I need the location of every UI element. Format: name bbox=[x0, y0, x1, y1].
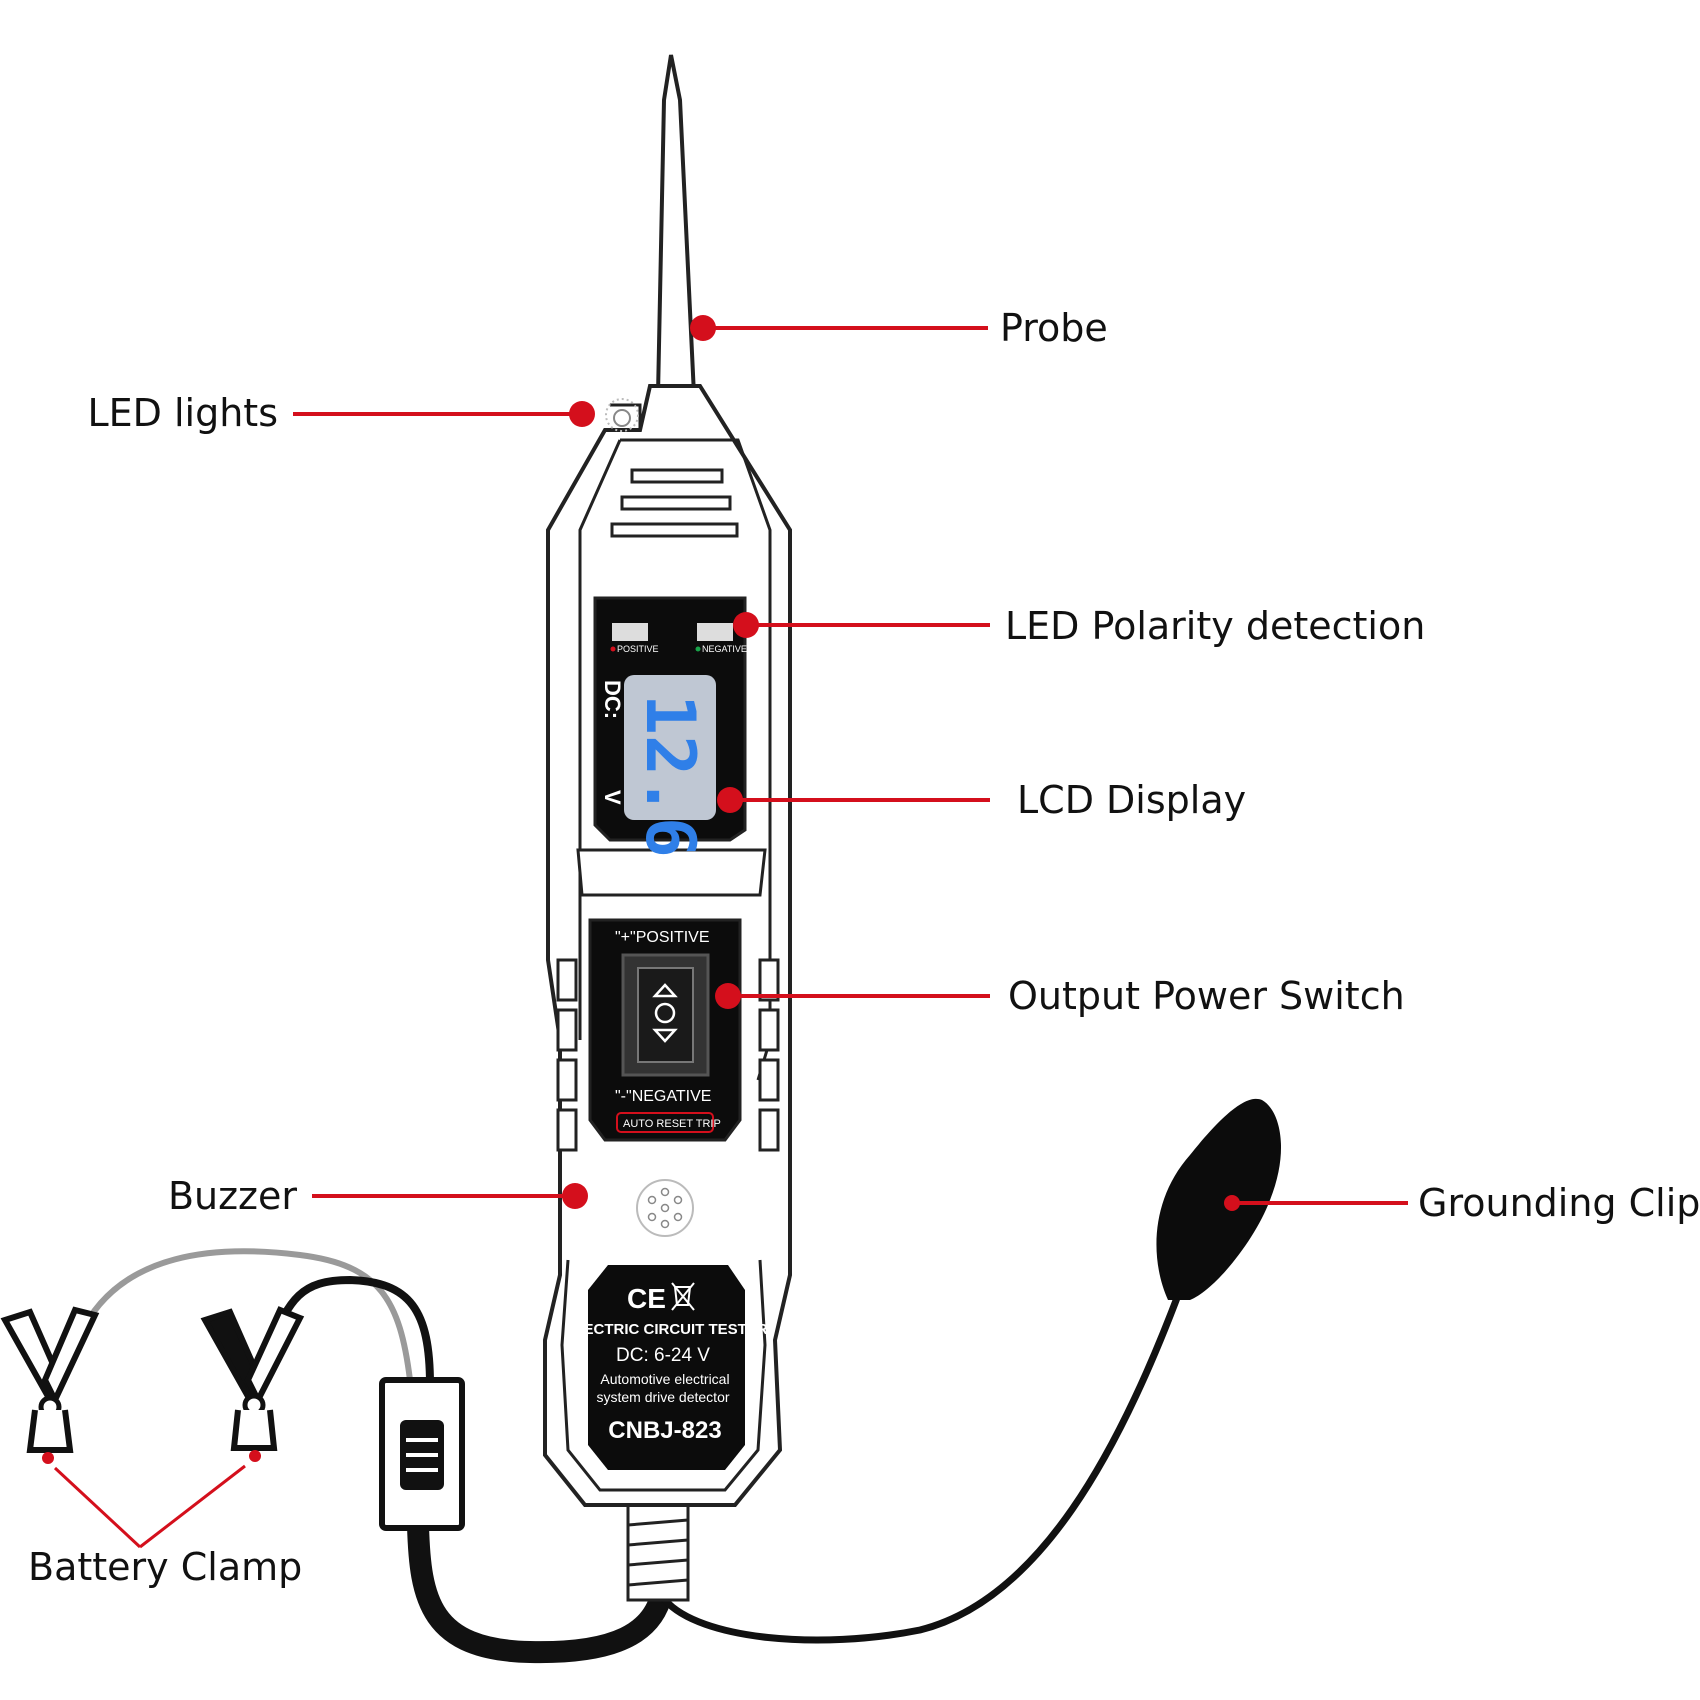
main-cable bbox=[407, 1514, 671, 1664]
grey-wire bbox=[77, 1248, 413, 1381]
display-panel: POSITIVE NEGATIVE DC: V 12.6 bbox=[593, 596, 747, 858]
description-line-1: Automotive electrical bbox=[600, 1371, 729, 1387]
callout-dot bbox=[733, 612, 759, 638]
callout-dot bbox=[1224, 1195, 1240, 1211]
speaker-grille-icon bbox=[636, 1179, 694, 1237]
black-wire-clamp bbox=[266, 1275, 434, 1386]
voltage-unit: V bbox=[600, 790, 625, 805]
up-arrow-icon bbox=[652, 983, 678, 998]
product-label: CE ELECTRIC CIRCUIT TESTER DC: 6-24 V Au… bbox=[564, 1265, 768, 1470]
switch-negative-label: "-"NEGATIVE bbox=[615, 1088, 711, 1105]
callout-dot bbox=[42, 1452, 54, 1464]
label-probe: Probe bbox=[1000, 306, 1108, 350]
lcd-reading: 12.6 bbox=[630, 694, 709, 858]
callout-buzzer: Buzzer bbox=[168, 1174, 588, 1218]
grounding-clip bbox=[1156, 1098, 1282, 1300]
label-grounding-clips: Grounding Clips bbox=[1418, 1181, 1700, 1225]
ground-cable bbox=[661, 1286, 1184, 1644]
label-led-polarity: LED Polarity detection bbox=[1005, 604, 1425, 648]
callout-dot bbox=[715, 983, 741, 1009]
label-buzzer: Buzzer bbox=[168, 1174, 297, 1218]
cables bbox=[77, 1248, 1184, 1664]
connector-plug bbox=[379, 1377, 465, 1531]
polarity-negative-label: NEGATIVE bbox=[702, 644, 747, 654]
polarity-positive-label: POSITIVE bbox=[617, 644, 659, 654]
dc-label: DC: bbox=[600, 680, 625, 719]
circle-icon bbox=[654, 1002, 676, 1024]
callout-lcd-display: LCD Display bbox=[717, 778, 1246, 822]
callout-dot bbox=[562, 1183, 588, 1209]
side-ridges bbox=[556, 958, 780, 1152]
callout-probe: Probe bbox=[690, 306, 1108, 350]
callout-dot bbox=[690, 315, 716, 341]
callout-dot bbox=[249, 1450, 261, 1462]
down-arrow-icon bbox=[652, 1028, 678, 1043]
model-number: CNBJ-823 bbox=[608, 1417, 721, 1444]
label-output-switch: Output Power Switch bbox=[1008, 974, 1405, 1018]
callout-dot bbox=[717, 787, 743, 813]
switch-positive-label: "+"POSITIVE bbox=[615, 929, 710, 946]
lcd-screen bbox=[624, 675, 716, 820]
callout-battery-clamp: Battery Clamp bbox=[28, 1450, 302, 1589]
label-lcd-display: LCD Display bbox=[1017, 778, 1246, 822]
battery-clamp-left bbox=[0, 1306, 100, 1453]
label-battery-clamp: Battery Clamp bbox=[28, 1545, 302, 1589]
led-glow-icon bbox=[605, 398, 639, 432]
switch-panel: "+"POSITIVE "-"NEGATIVE AUTO RESET TRIP bbox=[588, 918, 742, 1142]
callouts: Probe LED lights LED Polarity detection … bbox=[28, 306, 1700, 1589]
product-name: ELECTRIC CIRCUIT TESTER bbox=[564, 1321, 768, 1338]
callout-grounding-clips: Grounding Clips bbox=[1224, 1181, 1700, 1225]
callout-led-lights: LED lights bbox=[87, 391, 595, 435]
negative-indicator bbox=[697, 623, 733, 641]
strain-relief bbox=[626, 1503, 690, 1602]
ce-mark: CE bbox=[627, 1283, 666, 1314]
description-line-2: system drive detector bbox=[596, 1389, 729, 1405]
callout-dot bbox=[569, 401, 595, 427]
probe bbox=[655, 54, 697, 397]
callout-output-switch: Output Power Switch bbox=[715, 974, 1405, 1018]
auto-reset-label: AUTO RESET TRIP bbox=[623, 1118, 721, 1130]
rocker-switch[interactable] bbox=[621, 953, 710, 1077]
label-led-lights: LED lights bbox=[87, 391, 278, 435]
dc-range: DC: 6-24 V bbox=[616, 1345, 710, 1366]
positive-indicator bbox=[612, 623, 648, 641]
battery-clamp-right bbox=[200, 1306, 305, 1451]
weee-bin-icon bbox=[671, 1282, 695, 1311]
callout-led-polarity: LED Polarity detection bbox=[733, 604, 1425, 648]
